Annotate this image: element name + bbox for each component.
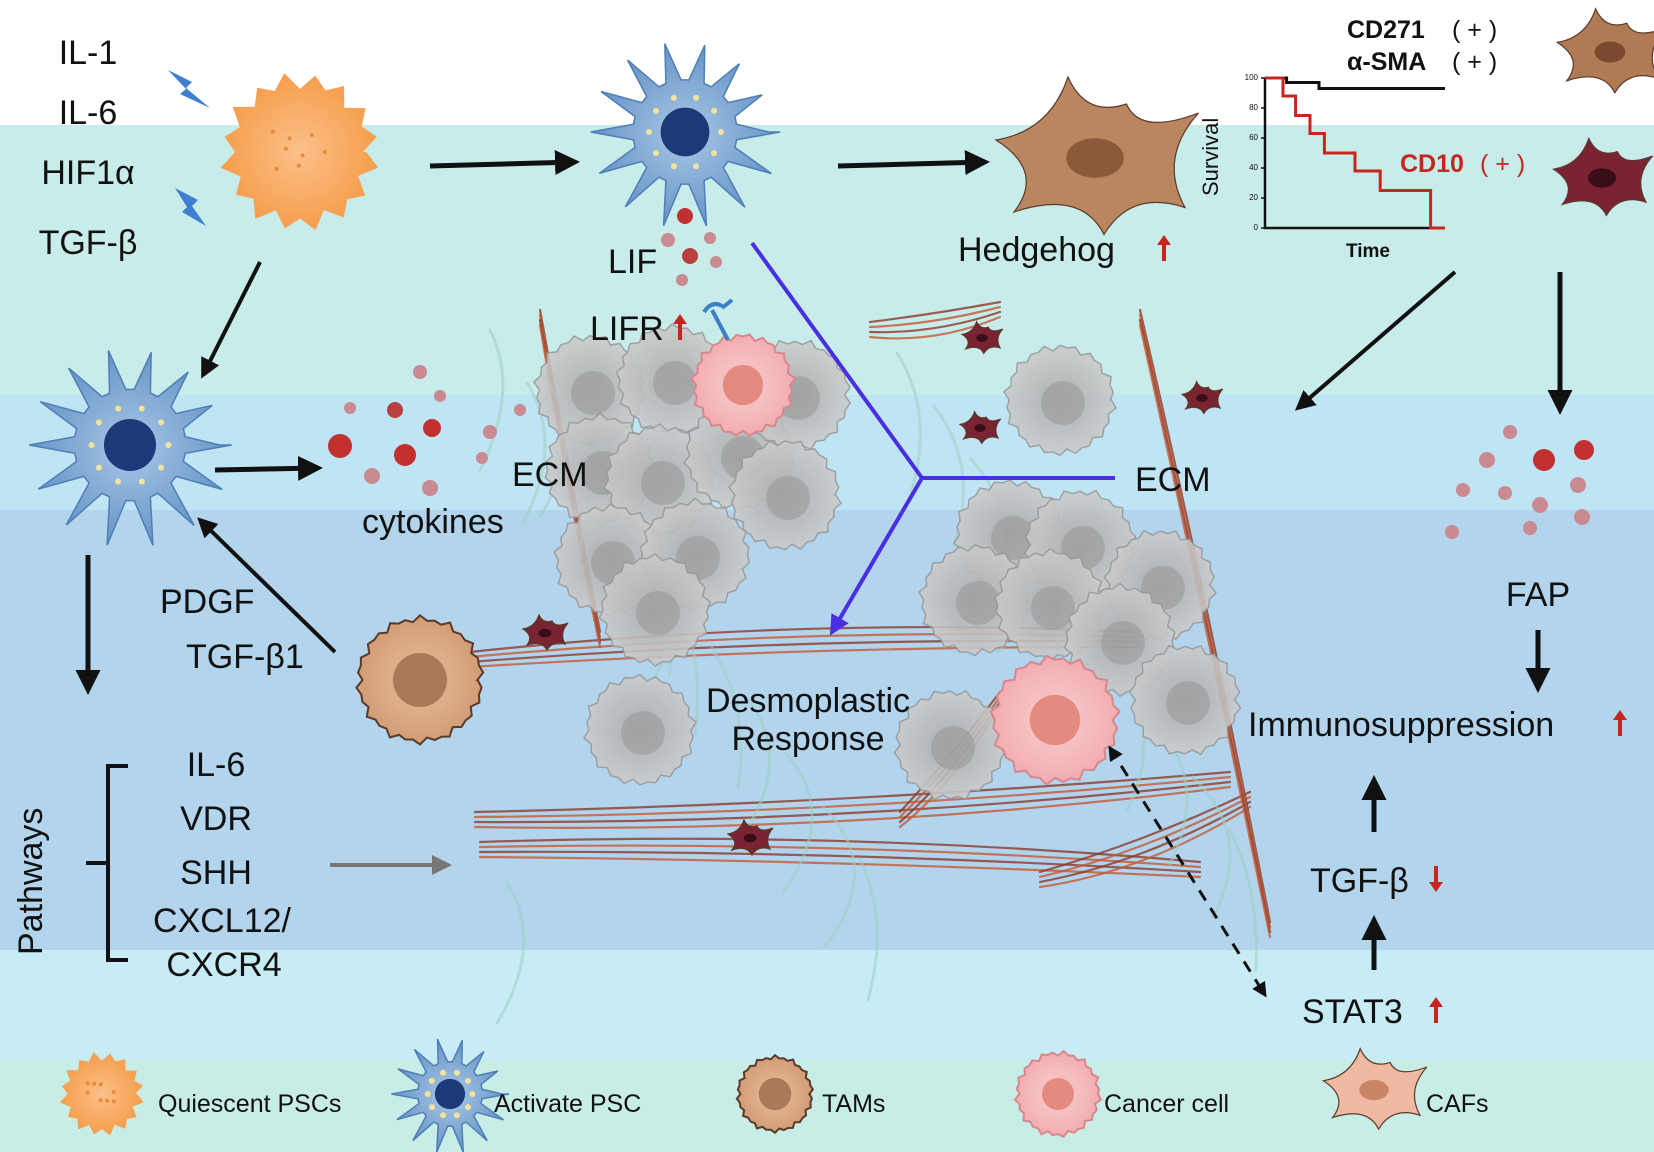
- stat3-label: STAT3: [1302, 993, 1403, 1031]
- lifr-receptor-icon: [702, 298, 734, 341]
- caf-cell: [521, 613, 569, 652]
- arrow-apsc-to-caf: [837, 150, 990, 176]
- arrow-survival-to-ecm: [1294, 270, 1457, 411]
- survival-ytick: 20: [1249, 193, 1258, 202]
- ecm-label-right: ECM: [1135, 461, 1211, 499]
- legend-activate-psc: Activate PSC: [494, 1090, 642, 1118]
- tam-cell: [735, 1053, 815, 1134]
- tgfb1-label: TGF-β1: [186, 638, 304, 676]
- arrow-qpsc-to-apsc: [429, 150, 580, 176]
- legend-cancer-cell: Cancer cell: [1104, 1090, 1230, 1118]
- cd271-label: CD271: [1347, 16, 1425, 44]
- pathway-cxcr4: CXCR4: [166, 946, 282, 984]
- pathway-shh: SHH: [180, 854, 252, 892]
- input-il1: IL-1: [58, 34, 118, 72]
- input-tgfb: TGF-β: [38, 224, 138, 262]
- legend-cancer-cell-icon: [1013, 1049, 1103, 1138]
- lightning-icon: [168, 70, 210, 226]
- arrow-apsc-to-cytokines: [214, 455, 323, 481]
- cd10-label: CD10: [1400, 150, 1464, 178]
- arrow-qpsc-down: [201, 261, 262, 379]
- immunosuppression-label: Immunosuppression: [1248, 706, 1555, 744]
- arrow-tam-to-apsc: [197, 517, 337, 654]
- legend-cafs: CAFs: [1426, 1090, 1489, 1118]
- tumor-cell-cluster: [532, 323, 1242, 801]
- legend-tams: TAMs: [822, 1090, 886, 1118]
- asma-plus: ( + ): [1452, 48, 1498, 76]
- tgfb-down-label: TGF-β: [1310, 862, 1409, 900]
- cells: [29, 7, 1654, 1152]
- survival-inset: [1261, 76, 1445, 230]
- cytokine-dots: [328, 208, 1594, 539]
- survival-ytick: 100: [1244, 73, 1258, 82]
- caf-cell: [960, 320, 1004, 355]
- survival-xlabel: Time: [1345, 241, 1391, 262]
- activated-psc-cell: [29, 350, 232, 546]
- survival-ytick: 60: [1249, 133, 1258, 142]
- pdgf-label: PDGF: [160, 583, 255, 621]
- flow-arrows: [75, 150, 1573, 998]
- band-lower: [0, 510, 1654, 950]
- caf-cell: [1551, 136, 1654, 217]
- response-label: Response: [731, 720, 885, 758]
- cd10-plus: ( + ): [1480, 150, 1526, 178]
- caf-cell: [726, 818, 774, 857]
- pathways-bracket: [86, 764, 128, 962]
- activated-psc-cell: [590, 43, 781, 227]
- caf-cell: [1555, 7, 1654, 95]
- survival-ytick: 40: [1249, 163, 1258, 172]
- desmoplastic-lines: [750, 241, 1115, 636]
- lif-label: LIF: [608, 243, 658, 281]
- caf-cell: [1180, 380, 1224, 415]
- survival-ylabel: Survival: [1198, 117, 1223, 196]
- tam-cell: [355, 613, 485, 746]
- pathways-title: Pathways: [12, 807, 50, 955]
- quiescent-psc-cell: [220, 73, 379, 230]
- arrow-cancer-stat3: [1108, 745, 1267, 998]
- legend-quiescent-psc: Quiescent PSCs: [158, 1090, 342, 1118]
- desmoplastic-label: Desmoplastic: [705, 682, 911, 720]
- red-arrows: [673, 235, 1627, 1023]
- input-hif1a: HIF1α: [41, 154, 135, 192]
- hedgehog-label: Hedgehog: [958, 231, 1115, 269]
- pathway-il6: IL-6: [186, 746, 246, 784]
- fap-label: FAP: [1505, 576, 1571, 614]
- pathway-vdr: VDR: [180, 800, 252, 838]
- caf-cell: [1321, 1046, 1428, 1131]
- asma-label: α-SMA: [1347, 48, 1427, 76]
- caf-cell: [958, 410, 1002, 445]
- caf-cell: [994, 75, 1199, 236]
- ecm-label-left: ECM: [512, 456, 588, 494]
- quiescent-psc-cell: [60, 1052, 144, 1136]
- survival-ytick: 0: [1253, 223, 1258, 232]
- survival-ytick: 80: [1249, 103, 1258, 112]
- input-il6: IL-6: [58, 94, 118, 132]
- lifr-label: LIFR: [590, 310, 664, 348]
- activated-psc-cell: [391, 1038, 510, 1152]
- cd271-plus: ( + ): [1452, 16, 1498, 44]
- cytokines-label: cytokines: [362, 503, 504, 541]
- pathway-cxcl12: CXCL12/: [153, 902, 291, 940]
